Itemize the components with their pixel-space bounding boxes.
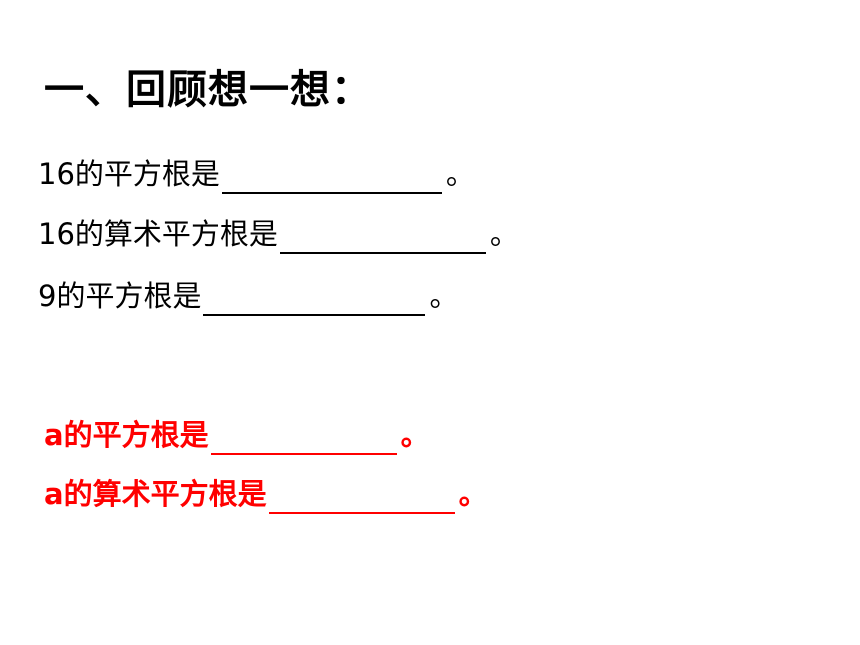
question-text: 16的算术平方根是 (38, 217, 278, 251)
answer-blank (203, 282, 426, 316)
answer-blank (279, 220, 486, 254)
question-text: a的平方根是 (44, 418, 209, 452)
question-period: 。 (429, 279, 459, 313)
question-a-arithmetic-square-root: a的算术平方根是 。 (44, 474, 488, 514)
question-period: 。 (400, 418, 430, 452)
question-16-square-root: 16的平方根是 。 (38, 154, 475, 194)
question-period: 。 (445, 157, 475, 191)
question-9-square-root: 9的平方根是 。 (38, 276, 458, 316)
question-text: 16的平方根是 (38, 157, 220, 191)
answer-blank (210, 421, 397, 455)
slide-title: 一、回顾想一想： (44, 67, 372, 113)
answer-blank (268, 480, 455, 514)
question-period: 。 (489, 217, 519, 251)
question-16-arithmetic-square-root: 16的算术平方根是 。 (38, 214, 519, 254)
question-period: 。 (458, 477, 488, 511)
question-text: a的算术平方根是 (44, 477, 267, 511)
answer-blank (221, 160, 442, 194)
question-text: 9的平方根是 (38, 279, 202, 313)
question-a-square-root: a的平方根是 。 (44, 415, 430, 455)
